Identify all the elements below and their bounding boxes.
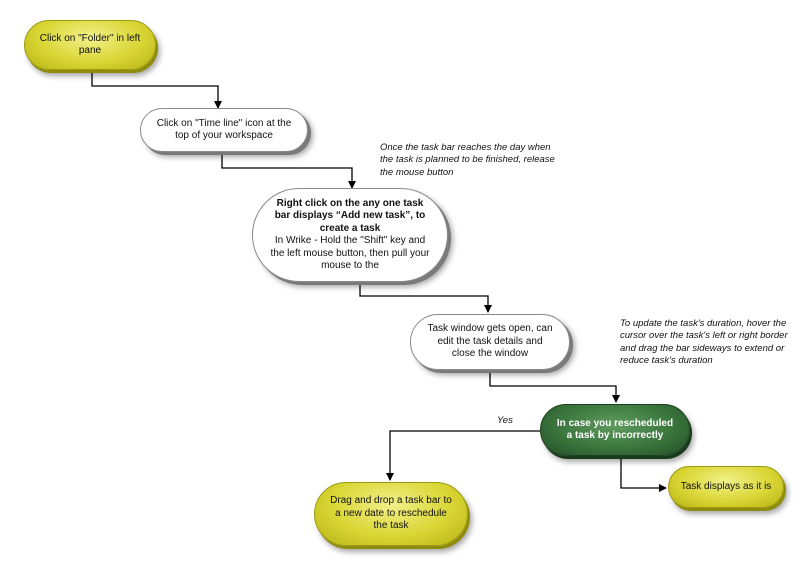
note-update-duration-text: To update the task's duration, hover the… (620, 318, 788, 367)
node-right-click-title: Right click on the any one task bar disp… (274, 197, 426, 234)
node-click-timeline-label: Click on "Time line" icon at the top of … (156, 117, 292, 142)
node-drag-drop: Drag and drop a task bar to a new date t… (314, 482, 468, 546)
connector-rightclick-to-taskwindow (359, 282, 492, 313)
label-yes-text: Yes (497, 415, 513, 426)
note-update-duration: To update the task's duration, hover the… (620, 318, 798, 367)
connector-taskwindow-to-reschedule (489, 370, 620, 403)
connector-folder-to-timeline (91, 72, 222, 109)
label-yes: Yes (497, 415, 537, 427)
node-drag-drop-label: Drag and drop a task bar to a new date t… (330, 495, 452, 532)
node-right-click-detail: In Wrike - Hold the "Shift" key and the … (270, 235, 430, 271)
node-task-displays-label: Task displays as it is (680, 480, 772, 492)
node-reschedule-incorrect-label: In case you rescheduled a task by incorr… (556, 417, 674, 442)
node-right-click-task-bar: Right click on the any one task bar disp… (252, 188, 448, 282)
connector-timeline-to-rightclick (221, 152, 356, 189)
node-click-folder: Click on "Folder" in left pane (24, 20, 156, 70)
node-task-window-label: Task window gets open, can edit the task… (427, 323, 553, 360)
connector-reschedule-to-displays (620, 456, 667, 492)
note-release-mouse-text: Once the task bar reaches the day when t… (380, 142, 555, 178)
node-click-timeline: Click on "Time line" icon at the top of … (140, 108, 308, 152)
node-reschedule-incorrect: In case you rescheduled a task by incorr… (540, 404, 690, 456)
node-task-displays: Task displays as it is (668, 466, 784, 508)
node-task-window: Task window gets open, can edit the task… (410, 314, 570, 370)
note-release-mouse: Once the task bar reaches the day when t… (380, 142, 565, 179)
connector-reschedule-to-dragdrop (386, 430, 540, 481)
node-click-folder-label: Click on "Folder" in left pane (39, 32, 141, 57)
